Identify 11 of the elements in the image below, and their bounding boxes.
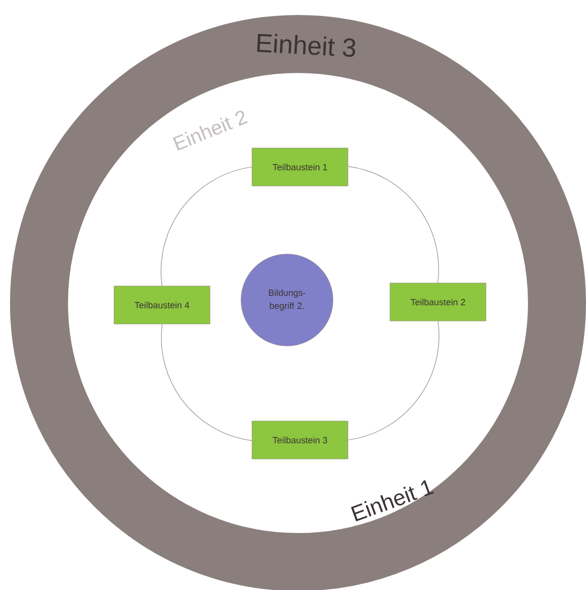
ring-label: Einheit 1: [350, 480, 434, 522]
connector-arc: [161, 324, 252, 441]
connector-arc: [348, 320, 440, 440]
process-box: Teilbaustein 1: [252, 148, 348, 186]
connector-arc: [348, 166, 439, 284]
ring-label: Einheit 3: [257, 34, 356, 57]
connector-arc: [160, 166, 252, 286]
process-box: Teilbaustein 2: [390, 282, 486, 322]
process-box: Teilbaustein 3: [252, 420, 348, 460]
ring-label: Einheit 2: [172, 110, 248, 151]
process-box: Teilbaustein 4: [114, 286, 210, 324]
